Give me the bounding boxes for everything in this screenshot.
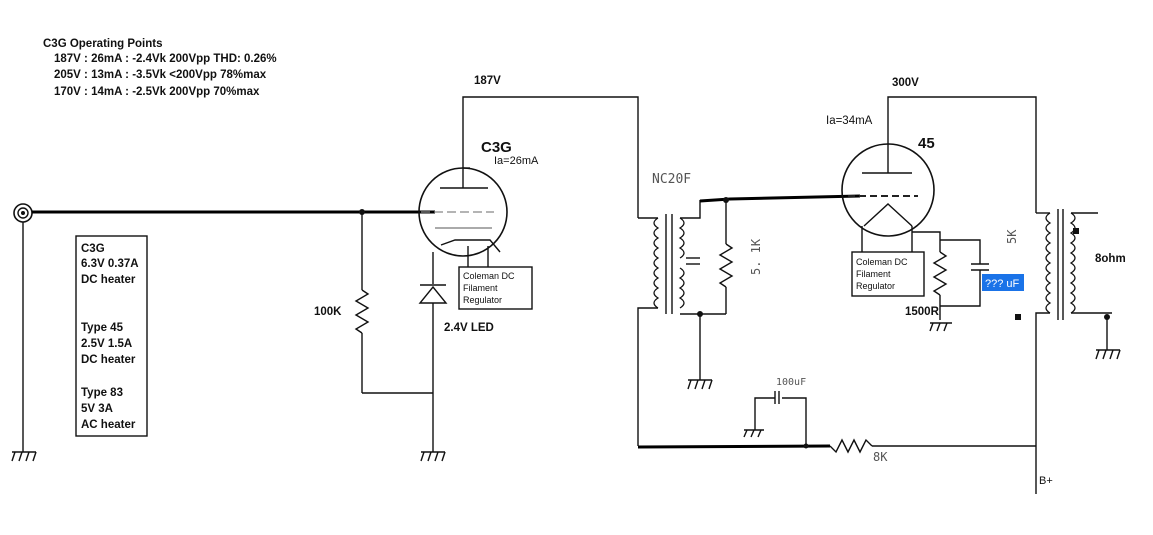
c3g-filament-regulator: Coleman DC Filament Regulator bbox=[458, 246, 533, 310]
bplus-label: B+ bbox=[1039, 475, 1053, 487]
c3g-tube-label: C3G bbox=[481, 139, 512, 156]
type45-filament-regulator: Coleman DC Filament Regulator bbox=[851, 226, 941, 297]
regulator-label: Regulator bbox=[463, 295, 502, 305]
heater-note: Type 83 bbox=[81, 387, 123, 399]
ground-symbol bbox=[687, 379, 713, 390]
heater-note: 5V 3A bbox=[81, 403, 113, 415]
ground-symbol bbox=[929, 322, 952, 332]
heater-note: 6.3V 0.37A bbox=[81, 258, 139, 270]
stage1-plate-wire bbox=[462, 96, 639, 218]
heater-note: DC heater bbox=[81, 354, 136, 366]
operating-points: C3G Operating Points 187V : 26mA : -2.4V… bbox=[43, 38, 277, 98]
heater-note: 2.5V 1.5A bbox=[81, 338, 132, 350]
interstage-load-resistor: 5. 1K bbox=[718, 201, 763, 314]
cathode-bypass-capacitor: ??? uF bbox=[940, 239, 1024, 307]
stage2-plate-wire bbox=[887, 96, 1037, 213]
cathode-resistor-label: 1500R bbox=[905, 306, 940, 318]
ground-symbol bbox=[420, 451, 446, 462]
operating-points-title: C3G Operating Points bbox=[43, 38, 163, 50]
cathode-cap-highlight bbox=[982, 274, 1024, 291]
ground-symbol bbox=[1095, 349, 1121, 360]
heater-note: Type 45 bbox=[81, 322, 124, 334]
c3g-tube: C3G Ia=26mA bbox=[418, 139, 539, 257]
led-label: 2.4V LED bbox=[444, 322, 494, 334]
regulator-label: Filament bbox=[856, 269, 891, 279]
bias-led: 2.4V LED bbox=[418, 252, 494, 452]
output-transformer: 5K 8ohm bbox=[1005, 209, 1126, 494]
heater-note: AC heater bbox=[81, 419, 136, 431]
ground-symbol bbox=[11, 451, 37, 462]
stage1-voltage-label: 187V bbox=[474, 75, 501, 87]
stage2-grid-wire bbox=[699, 194, 861, 203]
type45-tube-label: 45 bbox=[918, 135, 935, 152]
regulator-label: Filament bbox=[463, 283, 498, 293]
heater-note: DC heater bbox=[81, 274, 136, 286]
dropping-resistor-label: 8K bbox=[873, 450, 888, 464]
grid-resistor-label: 100K bbox=[314, 306, 342, 318]
type45-tube: 45 Ia=34mA bbox=[826, 115, 935, 237]
regulator-label: Regulator bbox=[856, 281, 895, 291]
grid-resistor: 100K bbox=[314, 212, 433, 394]
interstage-transformer-label: NC20F bbox=[652, 172, 691, 187]
filter-capacitor: 100uF bbox=[754, 377, 807, 446]
ground-symbol bbox=[743, 429, 764, 438]
heater-note: C3G bbox=[81, 243, 105, 255]
operating-point-line: 205V : 13mA : -3.5Vk <200Vpp 78%max bbox=[54, 69, 267, 81]
type45-plate-current: Ia=34mA bbox=[826, 115, 873, 127]
filter-cap-label: 100uF bbox=[776, 377, 806, 388]
supply-line: 8K B+ bbox=[637, 438, 1053, 487]
cathode-resistor: 1500R bbox=[905, 248, 948, 320]
cathode-cap-label: ??? uF bbox=[985, 278, 1020, 290]
regulator-label: Coleman DC bbox=[856, 257, 908, 267]
interstage-transformer: NC20F bbox=[637, 172, 726, 446]
output-primary-label: 5K bbox=[1005, 229, 1019, 244]
output-secondary-label: 8ohm bbox=[1095, 253, 1126, 265]
operating-point-line: 187V : 26mA : -2.4Vk 200Vpp THD: 0.26% bbox=[54, 53, 277, 65]
input-jack bbox=[13, 203, 435, 452]
stage2-voltage-label: 300V bbox=[892, 77, 919, 89]
load-resistor-label: 5. 1K bbox=[749, 238, 763, 275]
heater-notes-box: C3G 6.3V 0.37A DC heater Type 45 2.5V 1.… bbox=[75, 235, 148, 437]
operating-point-line: 170V : 14mA : -2.5Vk 200Vpp 70%max bbox=[54, 86, 260, 98]
regulator-label: Coleman DC bbox=[463, 271, 515, 281]
c3g-plate-current: Ia=26mA bbox=[494, 155, 539, 167]
